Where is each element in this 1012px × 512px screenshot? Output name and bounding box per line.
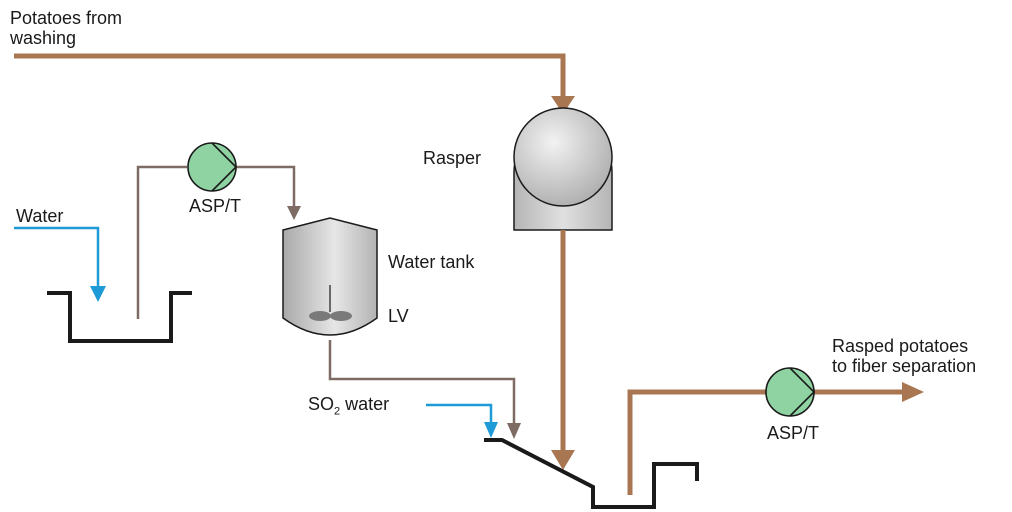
tank-to-chute-pipe xyxy=(328,340,521,439)
water-label: Water xyxy=(16,206,64,226)
output-label: Rasped potatoes to fiber separation xyxy=(832,336,977,376)
water-tank-icon xyxy=(282,217,378,336)
potato-feed-line xyxy=(14,53,575,114)
basin-to-tank-pipe xyxy=(136,165,301,319)
pump-left-icon xyxy=(187,142,238,192)
chute-and-trough xyxy=(484,438,699,509)
so2-water-label: SO2 water xyxy=(308,394,390,418)
rasper-label: Rasper xyxy=(423,148,482,168)
water-basin xyxy=(47,291,192,343)
rasper-icon xyxy=(513,107,613,231)
water-supply-line xyxy=(14,226,106,302)
pump-left-label: ASP/T xyxy=(189,196,242,216)
rasper-to-chute-line xyxy=(551,230,575,470)
water-tank-label: Water tank xyxy=(388,252,475,272)
pump-right-label: ASP/T xyxy=(767,423,820,443)
pump-right-icon xyxy=(765,367,816,417)
agitator-label: LV xyxy=(388,306,409,326)
so2-water-line xyxy=(426,403,498,438)
potatoes-from-washing-label: Potatoes from washing xyxy=(10,8,123,48)
